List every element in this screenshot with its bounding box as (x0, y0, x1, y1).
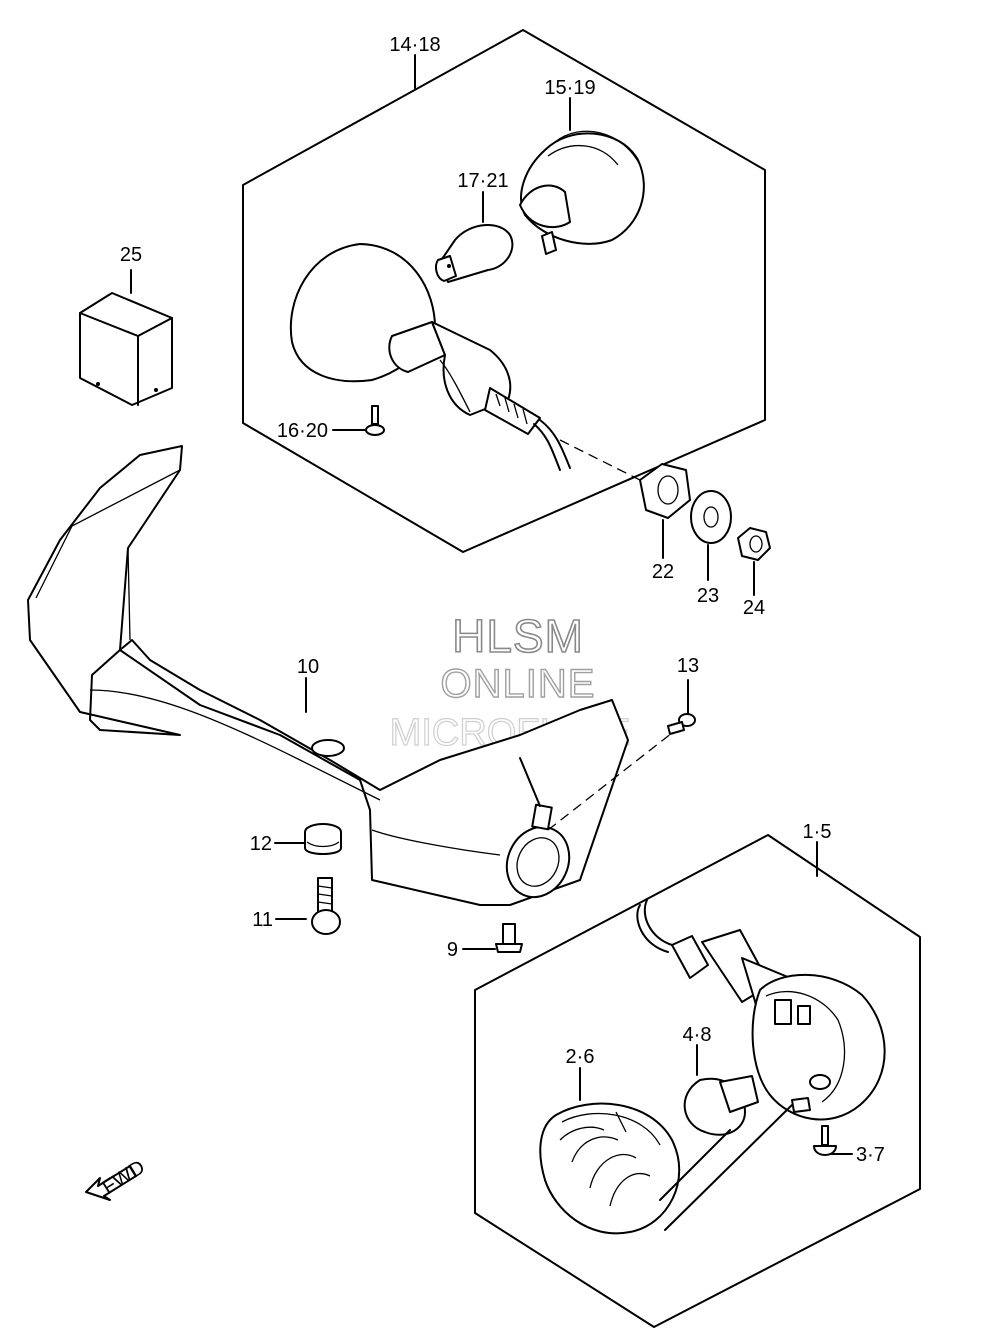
callout-24: 24 (743, 597, 765, 619)
bracket-10 (27, 445, 629, 906)
fwd-arrow-icon: FWD (85, 1156, 149, 1201)
front-signal-housing (636, 899, 886, 1121)
nut-24 (737, 527, 771, 596)
callout-15-19: 15·19 (544, 77, 595, 99)
rear-signal-housing (289, 243, 571, 471)
fwd-label: FWD (99, 1156, 149, 1199)
washer-23 (690, 490, 732, 581)
front-signal-group-outline (474, 834, 921, 1328)
bulb-4-8 (683, 1044, 759, 1136)
callout-4-8: 4·8 (683, 1024, 712, 1046)
screw-13 (667, 679, 696, 735)
screw-16-20 (332, 405, 385, 436)
callout-11: 11 (252, 909, 273, 931)
lens-2-6 (539, 1067, 681, 1235)
callout-16-20: 16·20 (277, 420, 328, 442)
callouts: 14·18 15·19 17·21 25 16·20 22 23 24 10 1… (120, 34, 885, 1166)
callout-22: 22 (652, 561, 674, 583)
callout-12: 12 (250, 833, 272, 855)
callout-25: 25 (120, 244, 142, 266)
grommet-12 (274, 823, 342, 855)
callout-2-6: 2·6 (566, 1046, 595, 1068)
lens-15-19 (519, 97, 645, 255)
relay-25 (79, 269, 173, 406)
washer-22 (639, 463, 691, 559)
watermark-line1: HLSM (452, 610, 584, 662)
callout-23: 23 (697, 585, 719, 607)
bracket-tag (519, 757, 553, 831)
callout-10: 10 (297, 656, 319, 678)
callout-13: 13 (677, 655, 699, 677)
watermark-line2: ONLINE (441, 662, 596, 706)
screw-3-7 (813, 1125, 853, 1156)
screw-9 (462, 923, 523, 953)
callout-14-18: 14·18 (389, 34, 440, 56)
rear-signal-group-outline (242, 29, 766, 553)
callout-9: 9 (447, 939, 458, 961)
callout-1-5: 1·5 (803, 821, 832, 843)
callout-3-7: 3·7 (856, 1144, 885, 1166)
callout-17-21: 17·21 (457, 170, 508, 192)
collar-bolt-11 (275, 877, 341, 935)
bulb-17-21 (435, 191, 514, 283)
